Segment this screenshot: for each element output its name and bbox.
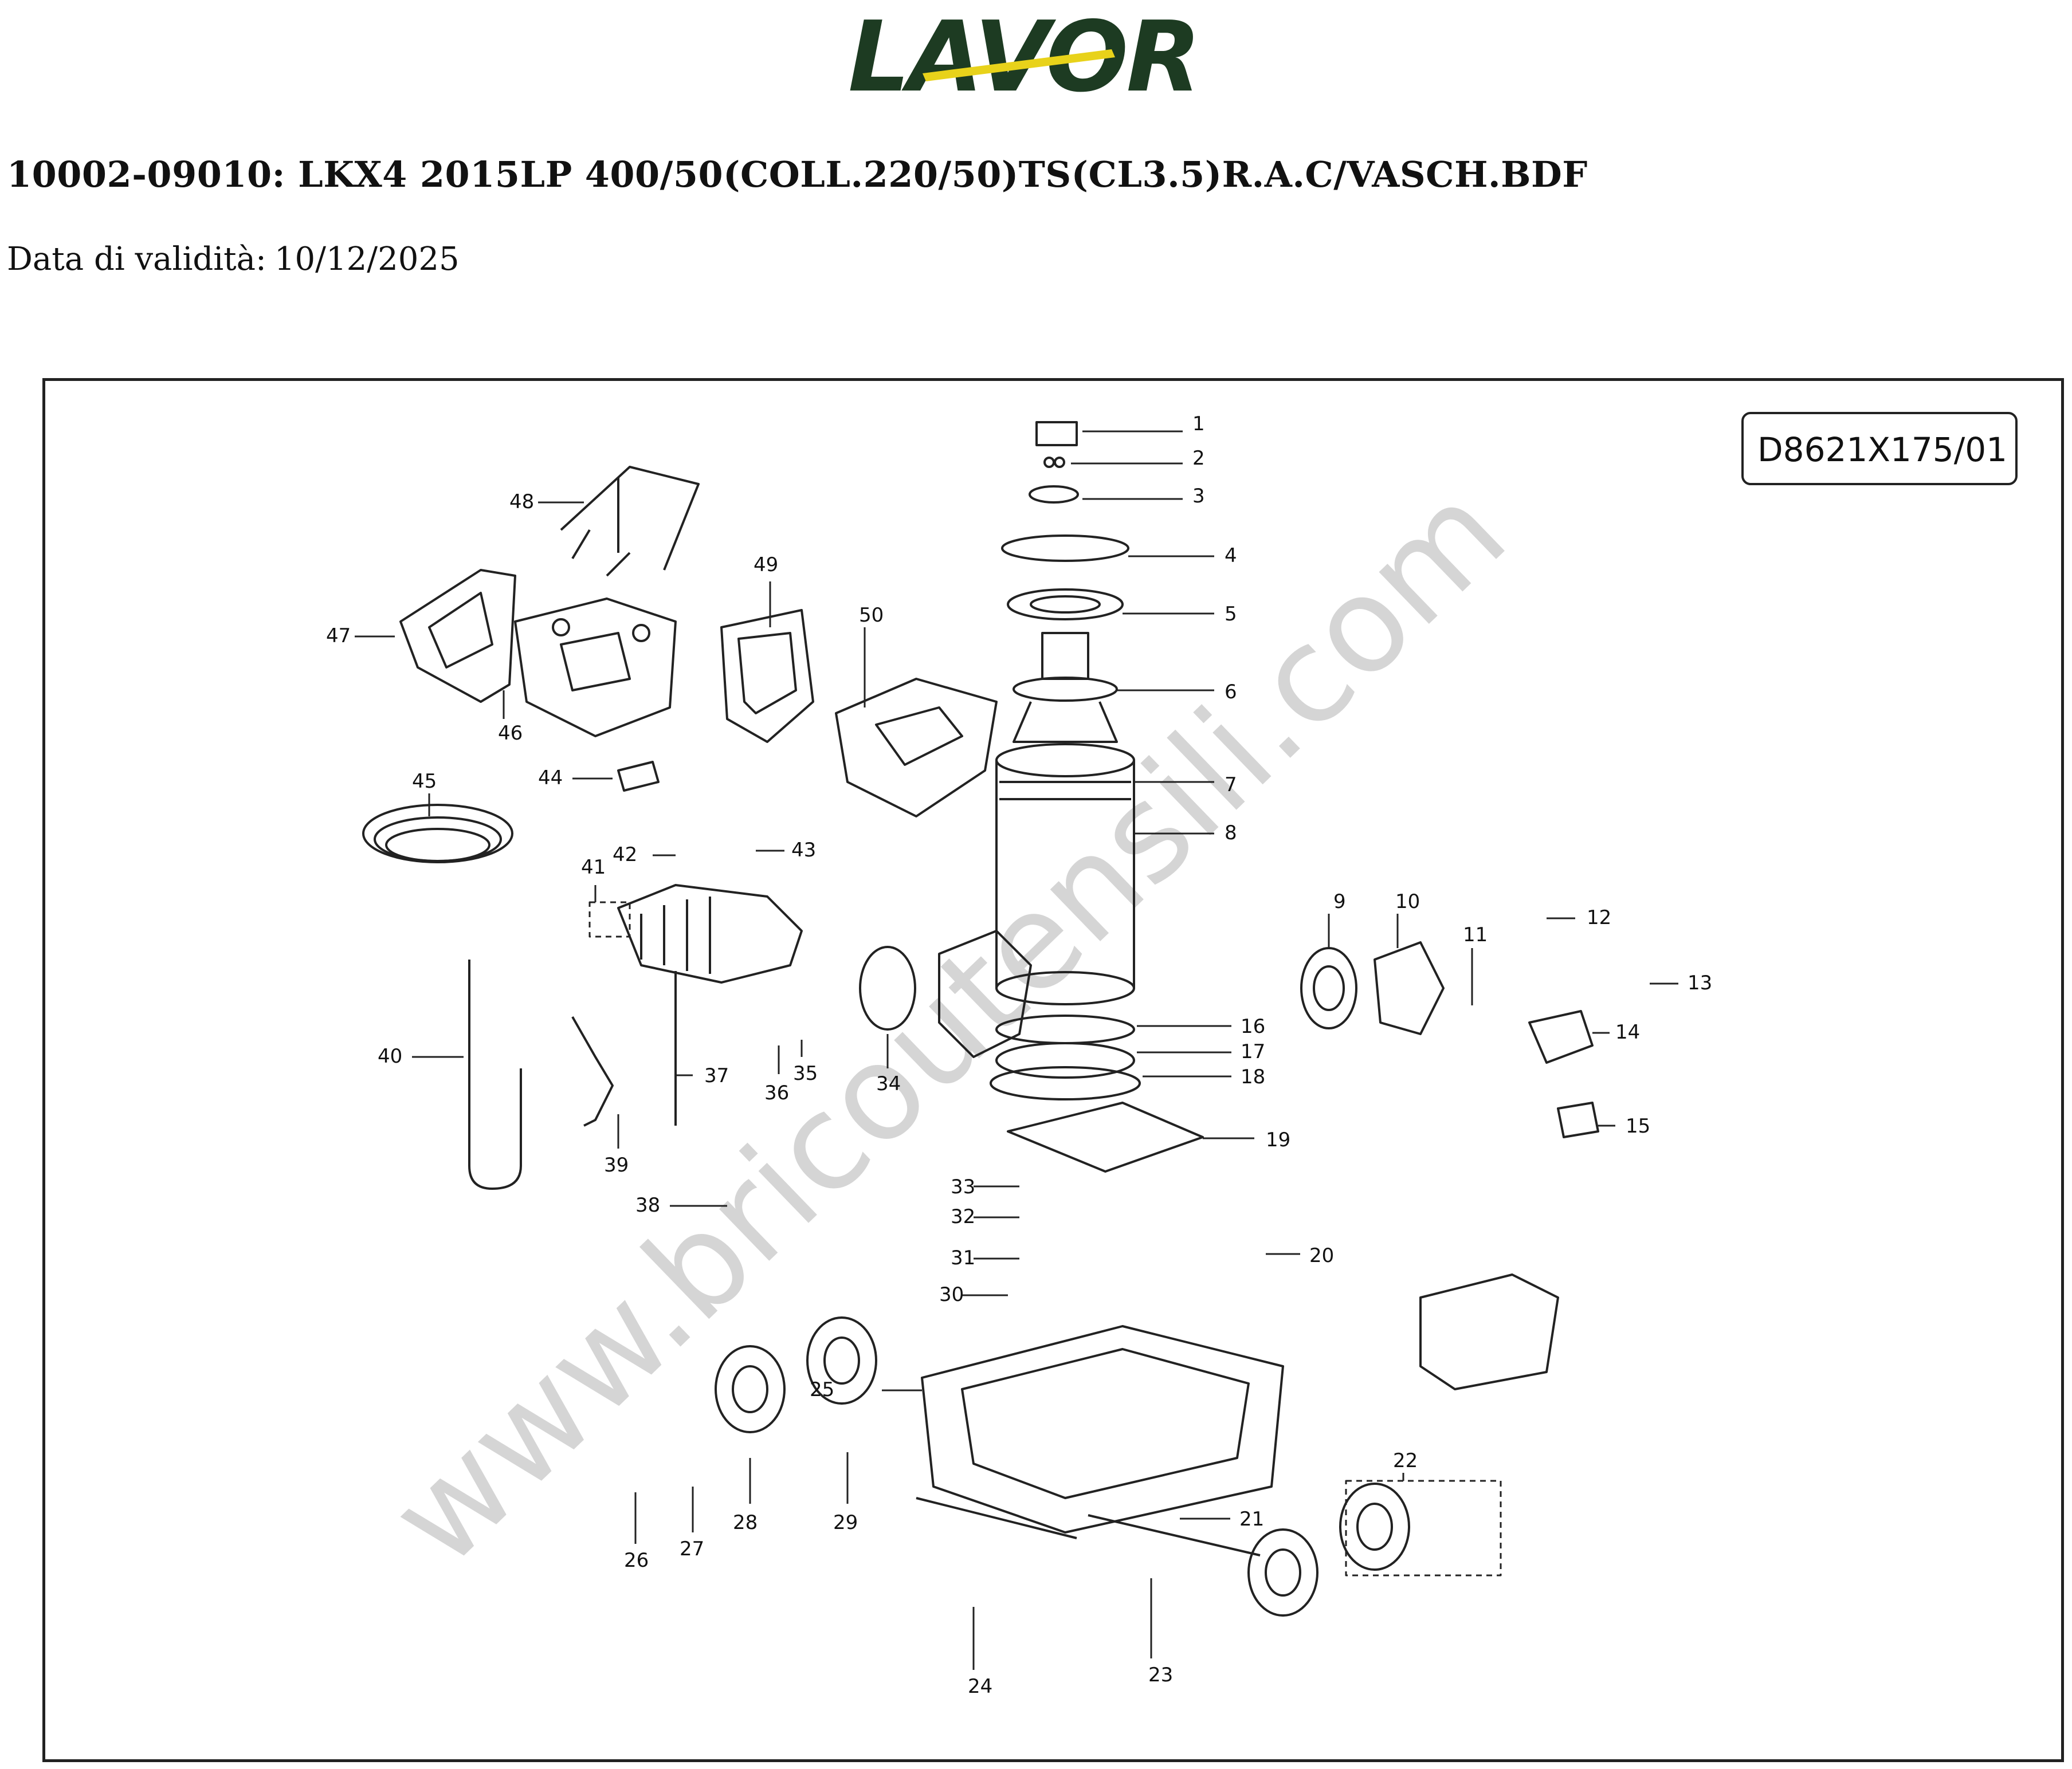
callout-label-22: 22 — [1393, 1449, 1418, 1472]
callout-label-42: 42 — [613, 843, 637, 866]
watermark: www.bricoutensili.com — [362, 455, 1535, 1595]
part-pipe-39 — [571, 1016, 614, 1127]
callout-label-24: 24 — [968, 1675, 992, 1698]
logo-accent-stripe — [923, 49, 1115, 81]
callout-label-9: 9 — [1333, 890, 1346, 913]
drawing-code: D8621X175/01 — [1757, 430, 2007, 469]
callout-label-2: 2 — [1192, 447, 1205, 470]
callout-label-25: 25 — [810, 1378, 834, 1401]
callout-label-38: 38 — [635, 1194, 660, 1217]
exploded-view-drawing: www.bricoutensili.com D8621X175/01 — [326, 412, 2018, 1698]
callout-label-6: 6 — [1225, 681, 1237, 703]
document-title: 10002-09010: LKX4 2015LP 400/50(COLL.220… — [7, 154, 1588, 195]
callout-label-40: 40 — [378, 1045, 402, 1068]
callout-label-4: 4 — [1225, 544, 1237, 567]
callout-label-37: 37 — [704, 1064, 729, 1087]
exploded-view-diagram: www.bricoutensili.com D8621X175/01 — [42, 378, 2064, 1762]
callout-label-19: 19 — [1266, 1129, 1290, 1151]
callout-label-12: 12 — [1587, 906, 1611, 929]
part-tank-cylinder — [995, 743, 1135, 1005]
part-motor-pump — [617, 884, 803, 984]
callout-label-49: 49 — [754, 553, 778, 576]
callout-label-30: 30 — [939, 1283, 964, 1306]
validity-label: Data di validità: — [7, 241, 266, 278]
callout-label-13: 13 — [1688, 972, 1712, 994]
validity-line: Data di validità:10/12/2025 — [7, 241, 460, 278]
callout-label-34: 34 — [876, 1072, 901, 1095]
callout-label-1: 1 — [1192, 412, 1205, 435]
part-side-panel-right — [720, 609, 814, 743]
callout-label-50: 50 — [859, 604, 884, 627]
callout-label-33: 33 — [951, 1176, 975, 1198]
part-chassis — [921, 1325, 1284, 1534]
callout-label-28: 28 — [733, 1511, 758, 1534]
callout-label-23: 23 — [1148, 1664, 1173, 1687]
callout-label-44: 44 — [538, 766, 563, 789]
validity-date: 10/12/2025 — [274, 241, 460, 278]
callout-label-11: 11 — [1463, 923, 1488, 946]
callout-label-27: 27 — [680, 1538, 704, 1560]
callout-label-46: 46 — [498, 722, 523, 745]
callout-label-39: 39 — [604, 1154, 629, 1177]
callout-label-15: 15 — [1626, 1115, 1650, 1138]
callout-label-5: 5 — [1225, 603, 1237, 626]
callout-label-21: 21 — [1239, 1508, 1264, 1531]
callout-label-10: 10 — [1395, 890, 1420, 913]
part-side-panel-left — [399, 569, 516, 703]
callout-label-17: 17 — [1241, 1040, 1265, 1063]
callout-label-29: 29 — [833, 1511, 858, 1534]
part-wheels — [715, 1316, 1410, 1617]
lavor-logo-text: LAVOR — [848, 10, 1199, 105]
part-motor-bracket — [835, 678, 998, 817]
callout-label-36: 36 — [764, 1082, 789, 1104]
callout-label-41: 41 — [581, 856, 606, 879]
callout-label-43: 43 — [791, 839, 816, 862]
callout-label-31: 31 — [951, 1247, 975, 1269]
callout-label-32: 32 — [951, 1205, 975, 1228]
callout-label-45: 45 — [412, 770, 437, 793]
lavor-logo: LAVOR — [848, 10, 1201, 105]
part-base-plate — [1007, 1102, 1204, 1173]
part-hose-40 — [468, 960, 522, 1190]
callout-label-3: 3 — [1192, 485, 1205, 508]
callout-label-35: 35 — [793, 1062, 818, 1085]
callout-label-8: 8 — [1225, 821, 1237, 844]
drawing-code-box: D8621X175/01 — [1741, 412, 2018, 485]
callout-label-47: 47 — [326, 624, 351, 647]
callout-label-26: 26 — [624, 1549, 649, 1572]
callout-label-48: 48 — [509, 490, 534, 513]
callout-label-7: 7 — [1225, 773, 1237, 796]
part-handle — [560, 466, 700, 577]
part-control-box — [514, 597, 677, 737]
callout-label-16: 16 — [1241, 1015, 1265, 1038]
callout-label-14: 14 — [1615, 1021, 1640, 1044]
callout-label-20: 20 — [1309, 1244, 1334, 1267]
callout-label-18: 18 — [1241, 1066, 1265, 1088]
